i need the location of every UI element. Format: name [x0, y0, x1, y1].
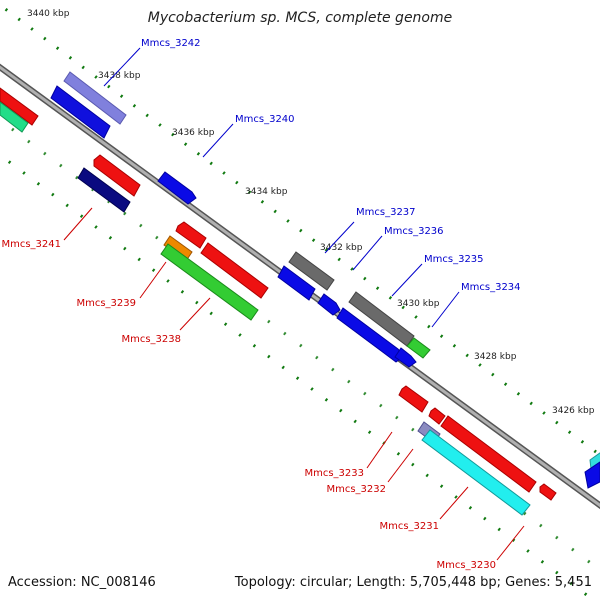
gene-mmcs-3237[interactable]: [288, 251, 335, 291]
gene-mmcs-3233g[interactable]: [406, 337, 431, 359]
genome-stats-text: Topology: circular; Length: 5,705,448 bp…: [234, 575, 592, 590]
forward-label-connectors: [103, 47, 460, 328]
scale-label: 3438 kbp: [98, 71, 141, 81]
scale-labels: 3440 kbp 3438 kbp 3436 kbp 3434 kbp 3432…: [27, 9, 595, 416]
gene-label[interactable]: Mmcs_3242: [141, 38, 201, 49]
gene-label[interactable]: Mmcs_3240: [235, 114, 295, 125]
gene-label[interactable]: Mmcs_3236: [384, 226, 444, 237]
gene-right-edge-2[interactable]: [584, 461, 600, 489]
gene-label[interactable]: Mmcs_3241: [1, 239, 61, 250]
gene-mmcs-3230[interactable]: [421, 429, 531, 516]
reverse-strand-genes: [0, 87, 557, 516]
scale-track-outer: [0, 3, 600, 457]
gene-mmcs-3241b[interactable]: [77, 167, 131, 213]
genome-title: Mycobacterium sp. MCS, complete genome: [147, 10, 453, 26]
scale-label: 3430 kbp: [397, 299, 440, 309]
reverse-gene-labels: Mmcs_3241 Mmcs_3239 Mmcs_3238 Mmcs_3233 …: [1, 239, 496, 571]
gene-mmcs-3240[interactable]: [157, 171, 197, 205]
scale-label: 3436 kbp: [172, 128, 215, 138]
gene-mmcs-3239a[interactable]: [175, 221, 207, 249]
gene-left-edge-red[interactable]: [0, 87, 39, 126]
gene-label[interactable]: Mmcs_3237: [356, 207, 416, 218]
gene-label[interactable]: Mmcs_3233: [304, 468, 364, 479]
gene-mmcs-3243[interactable]: [50, 85, 111, 139]
scale-track-inner-2: [0, 118, 600, 572]
scale-label: 3432 kbp: [320, 243, 363, 253]
gene-mmcs-3238[interactable]: [160, 243, 259, 321]
gene-mmcs-3233[interactable]: [398, 385, 429, 413]
scale-label: 3434 kbp: [245, 187, 288, 197]
accession-text: Accession: NC_008146: [8, 575, 156, 590]
scale-label: 3426 kbp: [552, 406, 595, 416]
gene-mmcs-3236a[interactable]: [317, 293, 341, 316]
gene-mmcs-3241a[interactable]: [93, 154, 141, 197]
forward-strand-genes: [50, 71, 600, 489]
gene-label[interactable]: Mmcs_3235: [424, 254, 484, 265]
scale-label: 3428 kbp: [474, 352, 517, 362]
gene-label[interactable]: Mmcs_3230: [436, 560, 496, 571]
scale-label: 3440 kbp: [27, 9, 70, 19]
gene-label[interactable]: Mmcs_3234: [461, 282, 521, 293]
gene-mmcs-3242[interactable]: [63, 71, 127, 125]
gene-mmcs-3231[interactable]: [440, 415, 537, 493]
scale-track-inner-1: [0, 153, 596, 600]
reverse-label-connectors: [63, 207, 525, 561]
forward-gene-labels: Mmcs_3242 Mmcs_3240 Mmcs_3237 Mmcs_3236 …: [141, 38, 521, 293]
gene-left-edge-green[interactable]: [0, 101, 29, 133]
gene-label[interactable]: Mmcs_3238: [121, 334, 181, 345]
gene-label[interactable]: Mmcs_3239: [76, 298, 136, 309]
gene-mmcs-3234b[interactable]: [394, 347, 417, 368]
gene-mmcs-3239b[interactable]: [200, 242, 269, 299]
gene-mmcs-3236b[interactable]: [277, 265, 316, 301]
gene-mmcs-3230b[interactable]: [539, 483, 557, 501]
gene-mmcs-3232[interactable]: [428, 407, 446, 425]
gene-label[interactable]: Mmcs_3231: [379, 521, 439, 532]
gene-label[interactable]: Mmcs_3232: [326, 484, 386, 495]
